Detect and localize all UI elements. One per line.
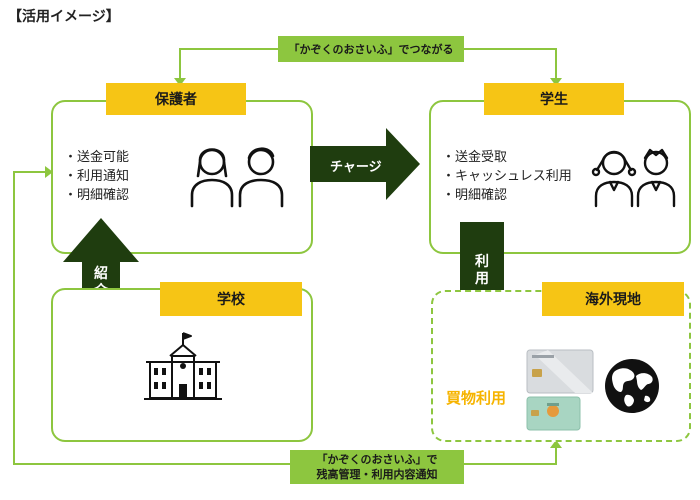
- guardian-feature: ・送金可能: [64, 150, 130, 165]
- purchase-label: 買物利用: [446, 389, 507, 407]
- bottom-banner-line: 「かぞくのおさいふ」で: [316, 453, 438, 466]
- guardian-feature-list: ・送金可能 ・利用通知 ・明細確認: [64, 148, 129, 205]
- student-feature: ・キャッシュレス利用: [442, 169, 572, 184]
- page-title: 【活用イメージ】: [8, 9, 120, 25]
- guardian-feature: ・利用通知: [64, 169, 130, 184]
- bottom-banner-line: 残高管理・利用内容通知: [316, 468, 438, 481]
- use-label: 利 用: [473, 254, 491, 288]
- use-label-char: 利: [475, 254, 489, 270]
- guardian-feature: ・明細確認: [64, 188, 130, 203]
- introduction-label-char: 紹: [94, 266, 108, 282]
- school-label: 学校: [160, 282, 302, 316]
- student-feature: ・明細確認: [442, 188, 508, 203]
- student-label: 学生: [484, 83, 624, 115]
- charge-label: チャージ: [330, 160, 382, 175]
- bottom-banner: 「かぞくのおさいふ」で 残高管理・利用内容通知: [290, 450, 464, 484]
- guardian-label: 保護者: [106, 83, 246, 115]
- use-label-char: 用: [475, 271, 489, 287]
- overseas-label: 海外現地: [542, 282, 684, 316]
- student-feature-list: ・送金受取 ・キャッシュレス利用 ・明細確認: [442, 148, 572, 205]
- top-banner: 「かぞくのおさいふ」でつながる: [278, 36, 464, 62]
- student-feature: ・送金受取: [442, 150, 508, 165]
